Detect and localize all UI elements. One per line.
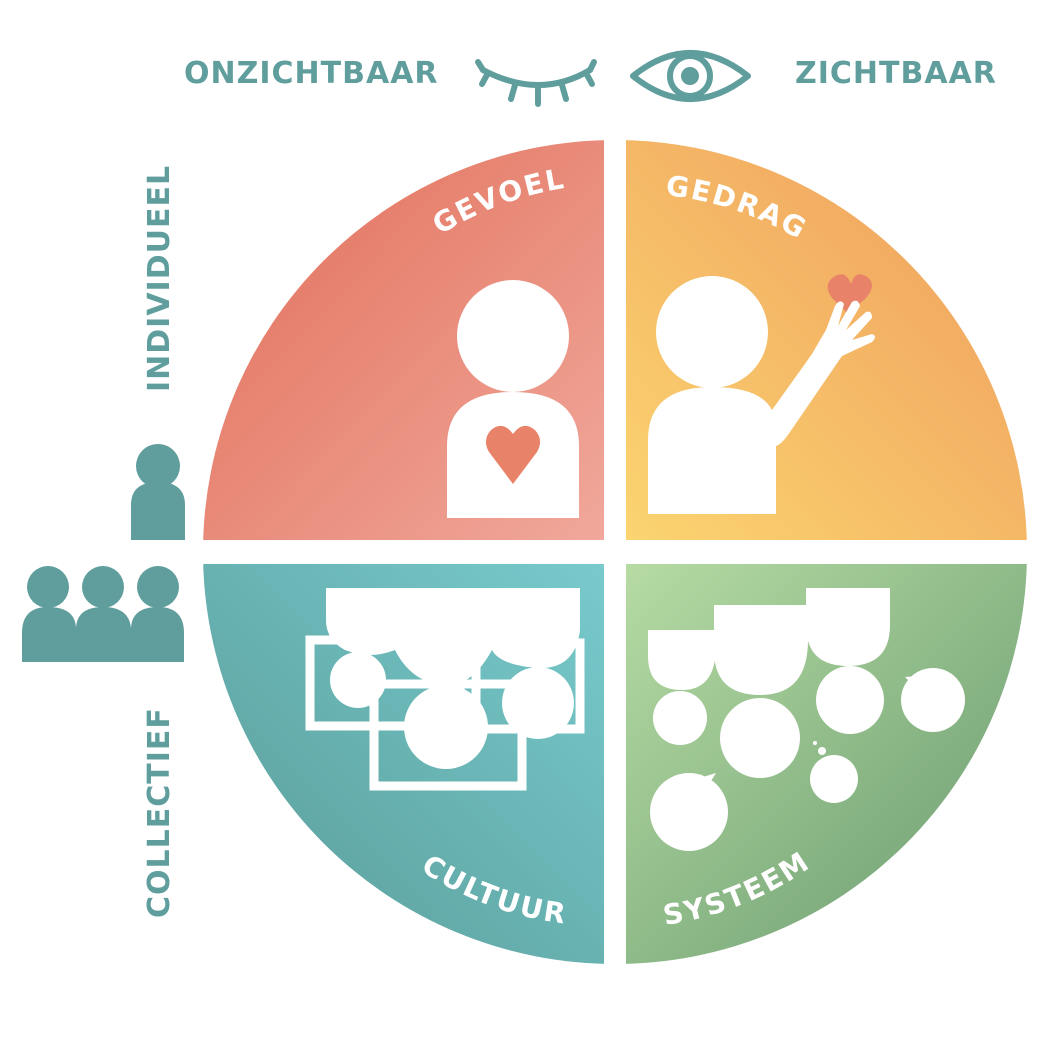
visible-label: ZICHTBAAR bbox=[795, 56, 997, 91]
speech-bubbles-network-icon bbox=[648, 588, 965, 851]
invisible-label: ONZICHTBAAR bbox=[184, 56, 439, 91]
person-with-heart-icon bbox=[447, 280, 579, 518]
person-raising-heart-icon bbox=[648, 274, 875, 514]
group-of-people-icon bbox=[22, 566, 184, 662]
overlapping-group-frames-icon bbox=[305, 588, 585, 791]
single-person-icon bbox=[131, 444, 185, 540]
closed-eye-icon bbox=[475, 59, 597, 107]
open-eye-icon bbox=[630, 50, 751, 102]
